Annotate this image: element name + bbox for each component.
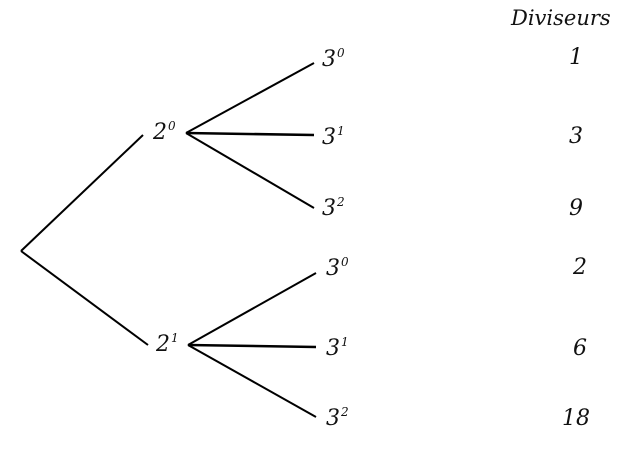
node-base: 2 (153, 120, 167, 145)
node-2pow1-3pow1: 31 (326, 335, 349, 361)
edge-2pow0-to-3pow2 (185, 132, 315, 209)
node-base: 3 (322, 196, 336, 221)
divisor-value: 9 (569, 196, 583, 221)
divisor-value: 6 (573, 336, 587, 361)
node-exponent: 1 (341, 335, 349, 349)
divisor-value: 1 (569, 45, 583, 70)
divisor-value: 18 (562, 406, 590, 431)
edge-2pow0-to-3pow1 (185, 131, 315, 137)
node-base: 3 (326, 256, 340, 281)
node-2pow1-3pow0: 30 (326, 255, 349, 281)
node-2pow0-3pow1: 31 (322, 124, 345, 150)
divisor-value: 3 (569, 124, 583, 149)
node-2pow1: 21 (156, 331, 179, 357)
node-2pow0-3pow0: 30 (322, 46, 345, 72)
node-exponent: 2 (341, 405, 349, 419)
node-base: 3 (322, 125, 336, 150)
edge-root-to-2pow1 (20, 250, 149, 346)
node-exponent: 0 (168, 119, 176, 133)
node-exponent: 1 (337, 124, 345, 138)
node-exponent: 1 (171, 331, 179, 345)
divisors-header: Diviseurs (511, 6, 611, 30)
divisor-value: 2 (573, 255, 587, 280)
node-base: 2 (156, 332, 170, 357)
node-2pow1-3pow2: 32 (326, 405, 349, 431)
edge-2pow1-to-3pow0 (187, 272, 317, 346)
node-base: 3 (326, 336, 340, 361)
node-2pow0: 20 (153, 119, 176, 145)
node-2pow0-3pow2: 32 (322, 195, 345, 221)
node-base: 3 (322, 47, 336, 72)
edge-2pow0-to-3pow0 (185, 62, 315, 134)
node-exponent: 2 (337, 195, 345, 209)
node-exponent: 0 (337, 46, 345, 60)
edge-2pow1-to-3pow1 (187, 343, 317, 349)
node-base: 3 (326, 406, 340, 431)
node-exponent: 0 (341, 255, 349, 269)
edge-2pow1-to-3pow2 (187, 344, 317, 418)
edge-root-to-2pow0 (20, 134, 144, 252)
